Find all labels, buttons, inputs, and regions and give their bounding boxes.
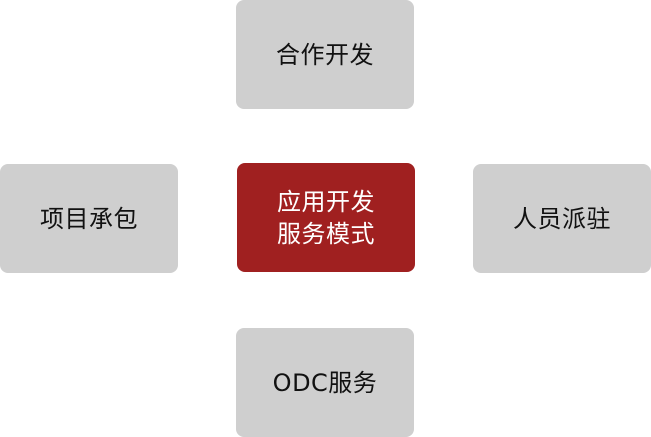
mode-label: 项目承包 xyxy=(40,204,138,233)
mode-label: 人员派驻 xyxy=(513,204,611,233)
mode-box-cooperative-development: 合作开发 xyxy=(236,0,414,109)
central-box-service-modes: 应用开发 服务模式 xyxy=(237,163,415,272)
mode-box-project-contracting: 项目承包 xyxy=(0,164,178,273)
mode-label: 合作开发 xyxy=(276,40,374,69)
central-label-line-2: 服务模式 xyxy=(277,219,375,248)
mode-box-odc-service: ODC服务 xyxy=(236,328,414,437)
central-label-line-1: 应用开发 xyxy=(277,187,375,216)
mode-label: ODC服务 xyxy=(272,368,378,397)
mode-box-staff-dispatch: 人员派驻 xyxy=(473,164,651,273)
